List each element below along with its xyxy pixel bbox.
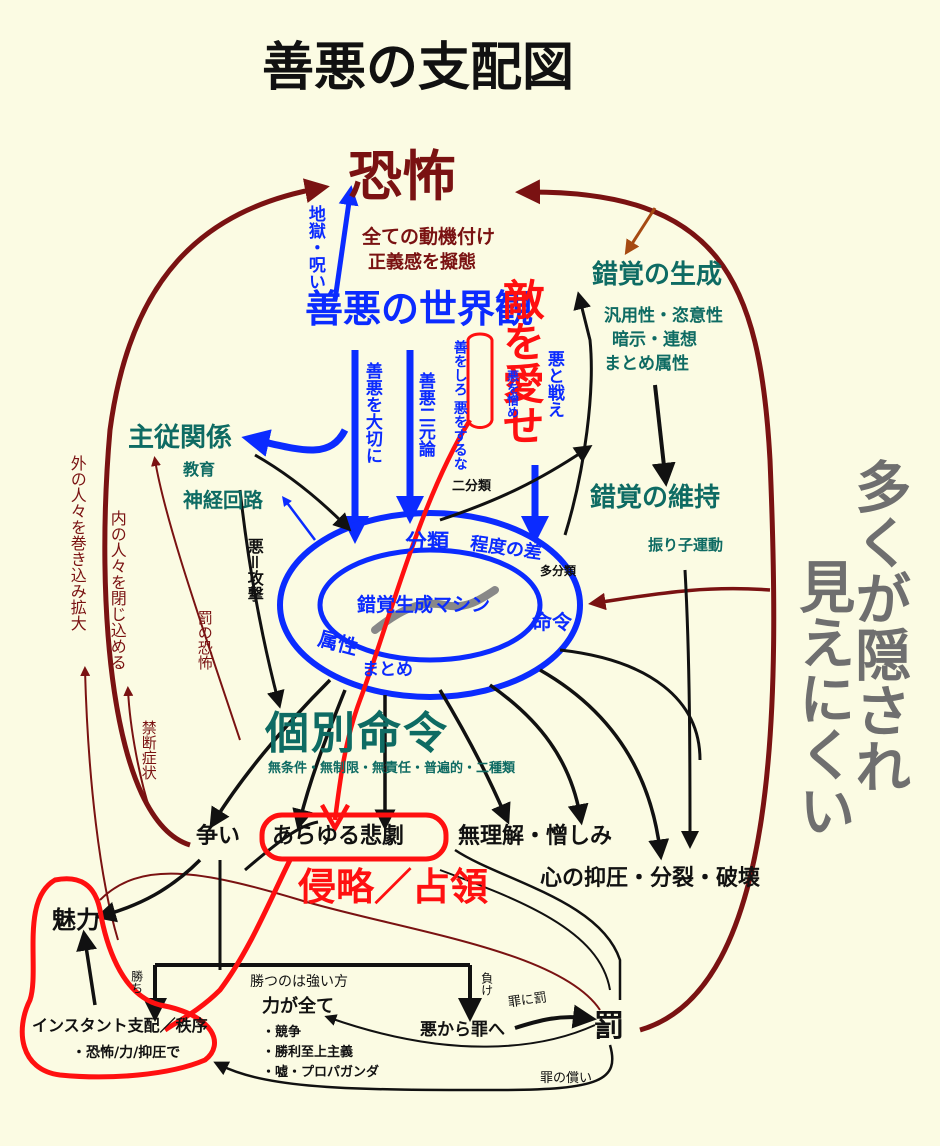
- keep-to-oppress: [680, 569, 699, 849]
- instant-sub: ・恐怖/力/抑圧で: [72, 1045, 181, 1061]
- atone-label: 罪の償い: [540, 1071, 593, 1086]
- hidden-label-2: 見えにくい: [789, 558, 855, 838]
- gen-to-keep: [651, 384, 676, 487]
- invasion-label: 侵略／占領: [298, 865, 489, 909]
- atone-arrow: [213, 1044, 614, 1092]
- fear-label: 恐怖: [348, 145, 456, 208]
- individual-title: 個別命令: [265, 708, 449, 759]
- classify-top-label: 二分類: [452, 479, 492, 494]
- worm-glyph: [371, 586, 499, 634]
- lose-label: 負け: [479, 972, 494, 996]
- attack-line: [238, 489, 285, 709]
- misunder-loop: [439, 869, 611, 991]
- strong-label: 勝つのは強い方: [250, 974, 348, 990]
- illusion-gen-desc-2: 暗示・連想: [612, 330, 697, 350]
- fear-punish-line: [151, 456, 241, 741]
- conflict-to-charm: [94, 858, 202, 923]
- right-to-machine-arrow: [588, 586, 771, 611]
- classify-arrow: [439, 445, 593, 522]
- master-to-machine: [254, 453, 352, 532]
- beam-label-2: 善悪二元論: [414, 372, 435, 457]
- power-item-2: ・勝利至上主義: [262, 1045, 354, 1060]
- red-blob-instant: [19, 876, 217, 1080]
- oppress-loop: [454, 848, 622, 1000]
- red-circle-enemy: [466, 332, 494, 429]
- punish-label: 罰: [594, 1009, 624, 1044]
- justice-label: 正義感を擬態: [368, 252, 476, 273]
- punish-return-line: [99, 872, 601, 1011]
- machine-outer: [277, 510, 583, 700]
- motivation-label: 全ての動機付け: [362, 226, 496, 248]
- neural-arrow: [282, 496, 316, 541]
- machine-command: 命令: [532, 610, 572, 634]
- evil-attack-label: 悪＝攻撃: [244, 538, 264, 603]
- power-title: 力が全て: [262, 996, 334, 1017]
- beam-label-3: 善をしろ 悪をするな: [451, 340, 468, 471]
- hell-curse-label: 地獄・呪い: [304, 205, 325, 290]
- fan-2: [292, 689, 347, 831]
- neural-circuit-label: 神経回路: [183, 488, 263, 512]
- illusion-gen-desc-3: まとめ属性: [604, 354, 689, 374]
- right-loop-arrow: [515, 179, 777, 1033]
- red-arrow-down: [332, 418, 472, 821]
- gen-up-arrow: [563, 291, 593, 536]
- machine-multi: 多分類: [540, 564, 577, 578]
- master-servant-label: 主従関係: [128, 423, 233, 453]
- conflict-label: 争い: [196, 824, 241, 849]
- beam-label-1: 善悪を大切に: [361, 362, 382, 464]
- illusion-keep-title: 錯覚の維持: [590, 483, 721, 513]
- fan-8: [244, 820, 319, 872]
- power-item-3: ・嘘・プロパガンダ: [262, 1065, 380, 1080]
- charm-label: 魅力: [52, 906, 100, 934]
- brown-arrow: [624, 207, 657, 256]
- individual-desc: 無条件・無制限・無責任・普遍的・二種類: [268, 761, 516, 776]
- fear-up-arrow: [332, 185, 359, 301]
- beam-label-4: 悪を憎め: [505, 370, 520, 418]
- fear-punish-label: 罰の恐怖: [195, 610, 214, 670]
- worldview-label: 善悪の世界観: [305, 287, 534, 331]
- beam-label-5: 悪と戦え: [543, 350, 564, 418]
- power-item-1: ・競争: [262, 1025, 302, 1040]
- fan-5: [488, 683, 589, 826]
- fan-6: [539, 668, 670, 861]
- enemy-love-label: 敵を愛せ: [496, 278, 546, 446]
- master-arrow: [241, 428, 349, 457]
- fan-1: [209, 678, 332, 829]
- fan-4: [438, 689, 511, 825]
- inner-confine-label: 内の人々を閉じ込める: [107, 510, 127, 670]
- left-loop-arrow: [102, 178, 330, 848]
- evil-to-punish: [514, 1004, 597, 1030]
- tragedy-label: あらゆる悲劇: [272, 824, 405, 849]
- taboo-label: 禁断症状: [139, 720, 158, 780]
- fan-7: [559, 648, 702, 761]
- machine-classify: 分類: [405, 531, 450, 556]
- machine-inner: [317, 547, 543, 663]
- machine-center: 錯覚生成マシン: [357, 594, 491, 616]
- evil-sin-label: 悪から罪へ: [420, 1020, 505, 1040]
- instant-title: インスタント支配／秩序: [32, 1016, 208, 1035]
- win-label: 勝ち: [129, 970, 144, 994]
- punish-to-power: [324, 1014, 596, 1048]
- machine-summary: まとめ: [362, 660, 413, 680]
- hidden-label-1: 多くが隠され: [845, 458, 911, 794]
- charm-down: [76, 929, 97, 1006]
- illusion-gen-title: 錯覚の生成: [592, 260, 723, 290]
- inner-confine-line: [123, 686, 151, 811]
- oppression-label: 心の抑圧・分裂・破壊: [540, 866, 761, 891]
- illusion-gen-desc-1: 汎用性・恣意性: [604, 306, 723, 326]
- page-title: 善悪の支配図: [262, 38, 575, 98]
- red-box-tragedy: [259, 812, 449, 862]
- illusion-keep-desc: 振り子運動: [648, 536, 724, 554]
- education-label: 教育: [183, 460, 216, 479]
- red-link: [163, 858, 293, 1033]
- misunderstanding-label: 無理解・憎しみ: [458, 824, 613, 849]
- outer-spread-label: 外の人々を巻き込み拡大: [67, 455, 87, 631]
